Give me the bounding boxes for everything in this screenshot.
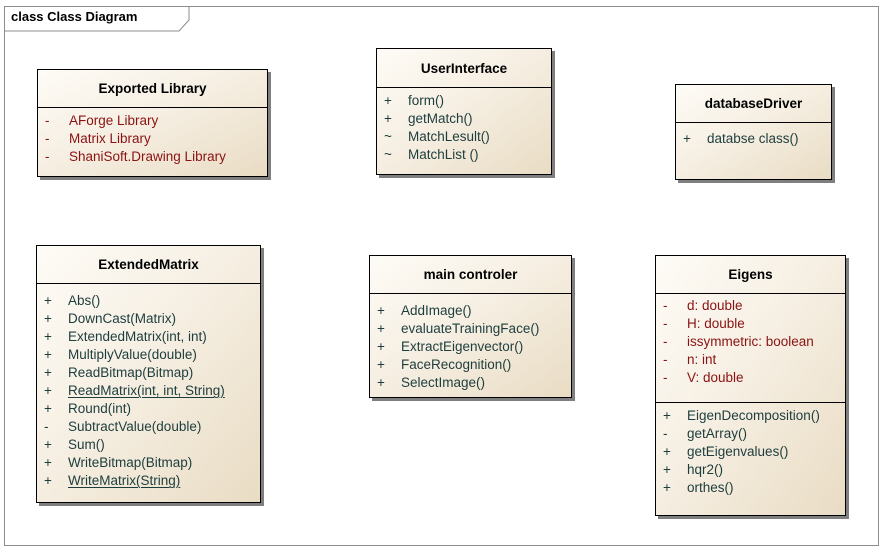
attribute-row: -ShaniSoft.Drawing Library: [45, 149, 226, 164]
class-name: Exported Library: [38, 70, 267, 108]
operation-row: +EigenDecomposition(): [663, 408, 820, 423]
operation-row: +evaluateTrainingFace(): [377, 321, 540, 336]
operation-row: +hqr2(): [663, 462, 724, 477]
operation-row: +WriteBitmap(Bitmap): [44, 455, 193, 470]
operation-row: +Round(int): [44, 401, 132, 416]
operation-row: +FaceRecognition(): [377, 357, 512, 372]
class-name: UserInterface: [377, 49, 551, 88]
frame-label: class Class Diagram: [11, 9, 138, 24]
class-user-interface[interactable]: UserInterface +form() +getMatch() ~Match…: [376, 48, 552, 175]
operation-row-static: +ReadMatrix(int, int, String): [44, 383, 225, 398]
operation-row: +getMatch(): [384, 111, 473, 126]
class-name: ExtendedMatrix: [37, 246, 260, 284]
operation-row: -SubtractValue(double): [44, 419, 202, 434]
operation-row: +DownCast(Matrix): [44, 311, 177, 326]
attribute-row: -V: double: [663, 370, 744, 385]
operation-row: +Abs(): [44, 293, 101, 308]
attribute-row: -n: int: [663, 352, 717, 367]
attribute-row: -d: double: [663, 298, 743, 313]
diagram-frame: [4, 6, 879, 546]
class-name: main controler: [370, 256, 571, 294]
operation-row-static: +WriteMatrix(String): [44, 473, 181, 488]
operations-section: +AddImage() +evaluateTrainingFace() +Ext…: [370, 294, 571, 392]
operation-row: +Sum(): [44, 437, 105, 452]
attributes-section: -d: double -H: double -issymmetric: bool…: [656, 294, 845, 402]
operation-row: +MultiplyValue(double): [44, 347, 197, 362]
operation-row: -getArray(): [663, 426, 748, 441]
operation-row: +ExtendedMatrix(int, int): [44, 329, 207, 344]
operation-row: +SelectImage(): [377, 375, 486, 390]
class-main-controler[interactable]: main controler +AddImage() +evaluateTrai…: [369, 255, 572, 398]
operation-row: +ReadBitmap(Bitmap): [44, 365, 194, 380]
operation-row: +databse class(): [683, 131, 799, 146]
operation-row: ~MatchLesult(): [384, 129, 490, 144]
operation-row: +form(): [384, 93, 444, 108]
operation-row: ~MatchList (): [384, 147, 479, 162]
operation-row: +ExtractEigenvector(): [377, 339, 524, 354]
frame-tab: [4, 6, 190, 32]
operations-section: +Abs() +DownCast(Matrix) +ExtendedMatrix…: [37, 284, 260, 490]
class-name: Eigens: [656, 256, 845, 294]
operation-row: +AddImage(): [377, 303, 472, 318]
class-eigens[interactable]: Eigens -d: double -H: double -issymmetri…: [655, 255, 846, 516]
operations-section: +EigenDecomposition() -getArray() +getEi…: [656, 402, 845, 497]
attribute-row: -issymmetric: boolean: [663, 334, 814, 349]
operations-section: +databse class(): [676, 123, 831, 148]
attribute-row: -Matrix Library: [45, 131, 151, 146]
attributes-section: -AForge Library -Matrix Library -ShaniSo…: [38, 108, 267, 166]
class-database-driver[interactable]: databaseDriver +databse class(): [675, 84, 832, 180]
operation-row: +orthes(): [663, 480, 734, 495]
operations-section: +form() +getMatch() ~MatchLesult() ~Matc…: [377, 88, 551, 164]
class-name: databaseDriver: [676, 85, 831, 123]
class-exported-library[interactable]: Exported Library -AForge Library -Matrix…: [37, 69, 268, 177]
operation-row: +getEigenvalues(): [663, 444, 789, 459]
class-extended-matrix[interactable]: ExtendedMatrix +Abs() +DownCast(Matrix) …: [36, 245, 261, 503]
attribute-row: -AForge Library: [45, 113, 159, 128]
attribute-row: -H: double: [663, 316, 745, 331]
